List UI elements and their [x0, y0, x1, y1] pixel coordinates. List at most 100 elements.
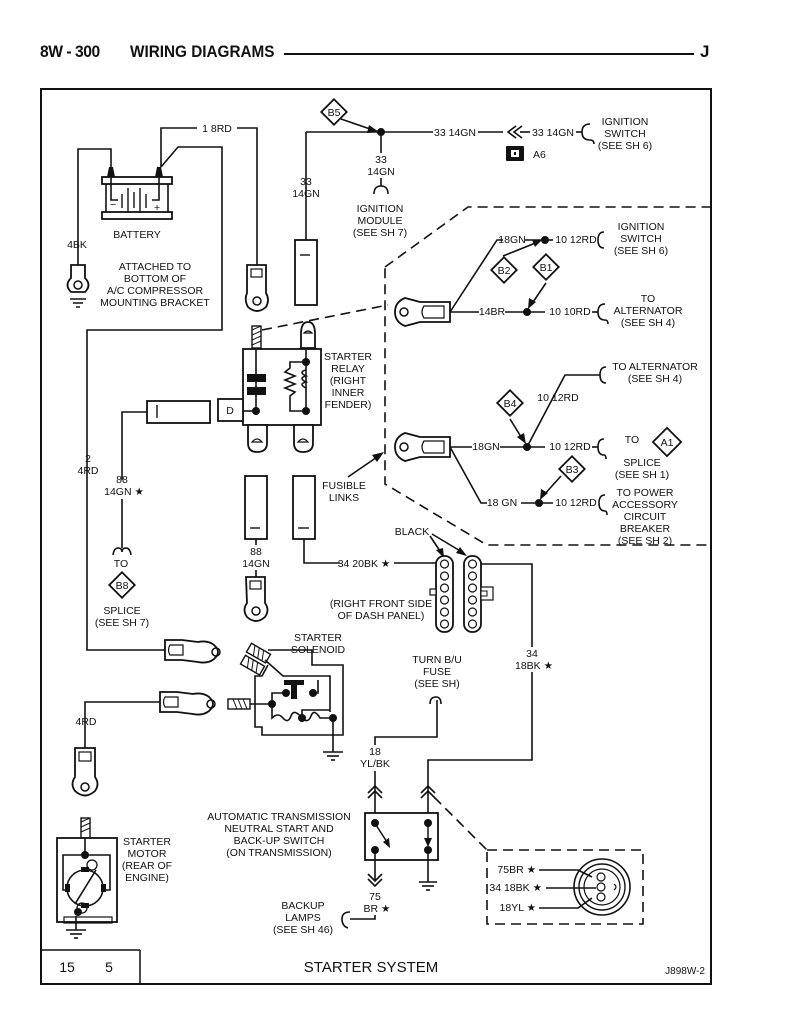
- svg-text:B3: B3: [566, 464, 579, 476]
- fusible-link-terminal: [243, 576, 269, 622]
- svg-text:(SEE SH 7): (SEE SH 7): [353, 227, 407, 239]
- svg-text:(SEE SH 2): (SEE SH 2): [618, 535, 672, 547]
- svg-text:(SEE SH 46): (SEE SH 46): [273, 924, 333, 936]
- svg-text:TO: TO: [641, 293, 655, 305]
- a1-see-label: (SEE SH 1): [615, 469, 669, 481]
- detail-terminal-bottom: [394, 432, 451, 462]
- b8-splice-label: SPLICE: [103, 605, 140, 617]
- splice-b8: B8: [107, 570, 137, 600]
- wire-10-10rd-label: 10 10RD: [549, 306, 591, 318]
- ign-switch-connector-icon: [597, 231, 605, 249]
- svg-text:NEUTRAL START AND: NEUTRAL START AND: [224, 823, 334, 835]
- svg-text:(SEE SH 4): (SEE SH 4): [628, 373, 682, 385]
- svg-text:TURN B/U: TURN B/U: [412, 654, 462, 666]
- svg-text:(RIGHT FRONT SIDE: (RIGHT FRONT SIDE: [330, 598, 432, 610]
- svg-text:STARTER: STARTER: [324, 351, 372, 363]
- wire-ylbk-label: YL/BK: [360, 758, 390, 770]
- nss-ground-icon: [419, 881, 437, 891]
- svg-text:RELAY: RELAY: [331, 363, 365, 375]
- svg-text:IGNITION: IGNITION: [357, 203, 404, 215]
- b8-see-label: (SEE SH 7): [95, 617, 149, 629]
- wire-33-14gn-a-label: 33 14GN: [434, 127, 476, 139]
- wire-88-gauge: 14GN ★: [104, 486, 144, 498]
- connector-a6-icon: [506, 146, 524, 161]
- battery-plus: +: [154, 202, 160, 214]
- solenoid-4rd-terminal: [159, 691, 216, 716]
- svg-text:LINKS: LINKS: [329, 492, 359, 504]
- splice-b4: B4: [495, 388, 525, 418]
- svg-text:ATTACHED TO: ATTACHED TO: [119, 261, 191, 273]
- fusible-link-top: [294, 239, 318, 306]
- wire-75-br-label: BR ★: [364, 903, 392, 915]
- starter-relay: D: [217, 321, 322, 453]
- model-letter: J: [700, 42, 710, 61]
- a1-splice-label: SPLICE: [623, 457, 660, 469]
- splice-b3: B3: [557, 454, 587, 484]
- svg-text:IGNITION: IGNITION: [602, 116, 649, 128]
- wire-18-num: 18: [369, 746, 381, 758]
- starter-solenoid: [227, 642, 344, 736]
- svg-text:(SEE SH): (SEE SH): [414, 678, 460, 690]
- wire-18gn-mid-label: 18GN: [472, 441, 499, 453]
- svg-text:(RIGHT: (RIGHT: [330, 375, 367, 387]
- solenoid-battery-terminal: [164, 639, 221, 664]
- turn-fuse-label: TURN B/U FUSE (SEE SH): [412, 654, 462, 690]
- svg-text:STARTER: STARTER: [123, 836, 171, 848]
- detail-to-alternator-label: TO ALTERNATOR (SEE SH 4): [614, 293, 683, 329]
- svg-text:MODULE: MODULE: [358, 215, 403, 227]
- connector-a6-label: A6: [533, 149, 546, 161]
- svg-text:ENGINE): ENGINE): [125, 872, 169, 884]
- wire-1-8rd-label: 1 8RD: [202, 123, 232, 135]
- starter-motor: [56, 817, 118, 924]
- svg-text:FUSIBLE: FUSIBLE: [322, 480, 366, 492]
- starter-motor-label: STARTER MOTOR (REAR OF ENGINE): [122, 836, 172, 884]
- b8-to-label: TO: [114, 558, 128, 570]
- wire-2-label: 2: [85, 453, 91, 465]
- svg-text:B8: B8: [116, 580, 129, 592]
- battery-label: BATTERY: [113, 229, 160, 241]
- alternator-2-connector-icon: [599, 366, 607, 384]
- svg-text:BOTTOM OF: BOTTOM OF: [124, 273, 186, 285]
- svg-text:AUTOMATIC TRANSMISSION: AUTOMATIC TRANSMISSION: [207, 811, 351, 823]
- wire-4rd-label: 4RD: [75, 716, 96, 728]
- svg-text:OF DASH PANEL): OF DASH PANEL): [338, 610, 425, 622]
- backup-lamps-connector-icon: [341, 911, 351, 929]
- splice-dot-b3: [535, 499, 543, 507]
- section-title: WIRING DIAGRAMS: [130, 42, 275, 61]
- a1-connector-icon: [597, 438, 607, 460]
- detail-to-alternator-2-label: TO ALTERNATOR (SEE SH 4): [612, 361, 698, 385]
- nss-switch: [364, 812, 439, 861]
- ignition-switch-label: IGNITION SWITCH (SEE SH 6): [598, 116, 652, 152]
- relay-battery-terminal: [244, 264, 269, 312]
- svg-text:D: D: [226, 405, 234, 417]
- svg-text:(SEE SH 4): (SEE SH 4): [621, 317, 675, 329]
- splice-dot-b2: [541, 236, 549, 244]
- fusible-link-left: [244, 475, 268, 540]
- connector-detail-box: [486, 849, 644, 925]
- wire-88b-num: 88: [250, 546, 262, 558]
- svg-text:TO POWER: TO POWER: [617, 487, 674, 499]
- splice-b1: B1: [531, 252, 561, 282]
- svg-text:B4: B4: [504, 398, 517, 410]
- connector-detail: 75BR ★ 34 18BK ★ 18YL ★: [489, 858, 631, 916]
- svg-text:TO ALTERNATOR: TO ALTERNATOR: [612, 361, 698, 373]
- dash-connector-right: [463, 555, 494, 633]
- ground-location-note: ATTACHED TO BOTTOM OF A/C COMPRESSOR MOU…: [100, 261, 210, 309]
- svg-text:34 18BK ★: 34 18BK ★: [489, 882, 542, 894]
- splice-b5: B5: [319, 97, 349, 127]
- svg-text:B1: B1: [540, 262, 553, 274]
- backup-lamps-label: BACKUP LAMPS (SEE SH 46): [273, 900, 333, 936]
- section-code: 8W - 300: [40, 42, 100, 61]
- svg-text:FUSE: FUSE: [423, 666, 451, 678]
- footer-grid-row: 15: [59, 959, 75, 975]
- svg-text:A1: A1: [661, 437, 674, 449]
- fusible-link-right: [292, 475, 316, 540]
- wire-10-12rd-up-label: 10 12RD: [537, 392, 579, 404]
- svg-text:IGNITION: IGNITION: [618, 221, 665, 233]
- wire-10-12rd-mid-label: 10 12RD: [549, 441, 591, 453]
- wire-75-num: 75: [369, 891, 381, 903]
- wire-33-left-num: 33: [300, 176, 312, 188]
- alternator-connector-icon: [597, 303, 609, 325]
- svg-text:SOLENOID: SOLENOID: [291, 644, 346, 656]
